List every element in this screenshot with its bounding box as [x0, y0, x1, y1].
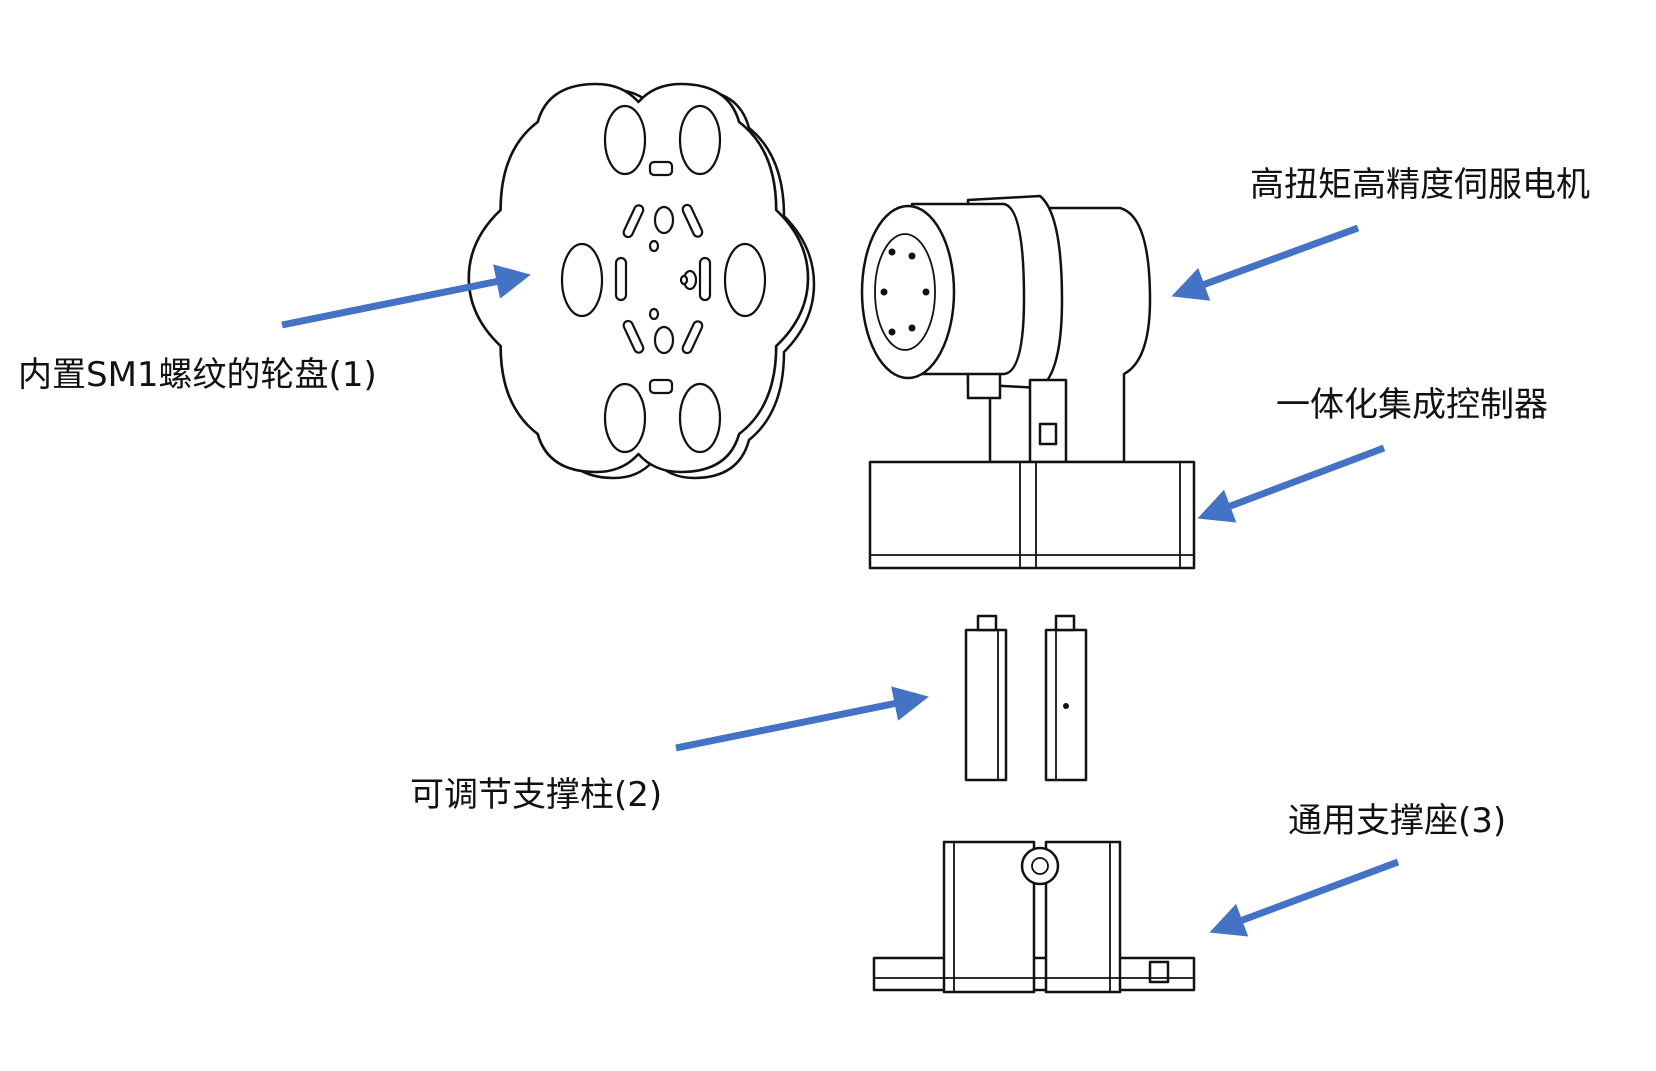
universal-support-base — [872, 840, 1196, 994]
arrow-pillar — [675, 686, 929, 752]
label-base: 通用支撑座(3) — [1288, 801, 1507, 841]
arrow-controller — [1197, 444, 1386, 523]
label-controller: 一体化集成控制器 — [1276, 385, 1548, 425]
integrated-controller — [868, 460, 1196, 570]
wheel-disc — [467, 82, 816, 480]
arrow-motor — [1171, 224, 1360, 301]
label-pillar: 可调节支撑柱(2) — [410, 775, 663, 815]
adjustable-pillars — [964, 614, 1088, 782]
arrow-base — [1209, 858, 1400, 937]
callout-arrows — [281, 224, 1400, 937]
label-motor: 高扭矩高精度伺服电机 — [1250, 165, 1590, 205]
label-wheel: 内置SM1螺纹的轮盘(1) — [18, 355, 377, 395]
arrow-wheel — [281, 264, 531, 329]
servo-motor — [860, 194, 1152, 464]
